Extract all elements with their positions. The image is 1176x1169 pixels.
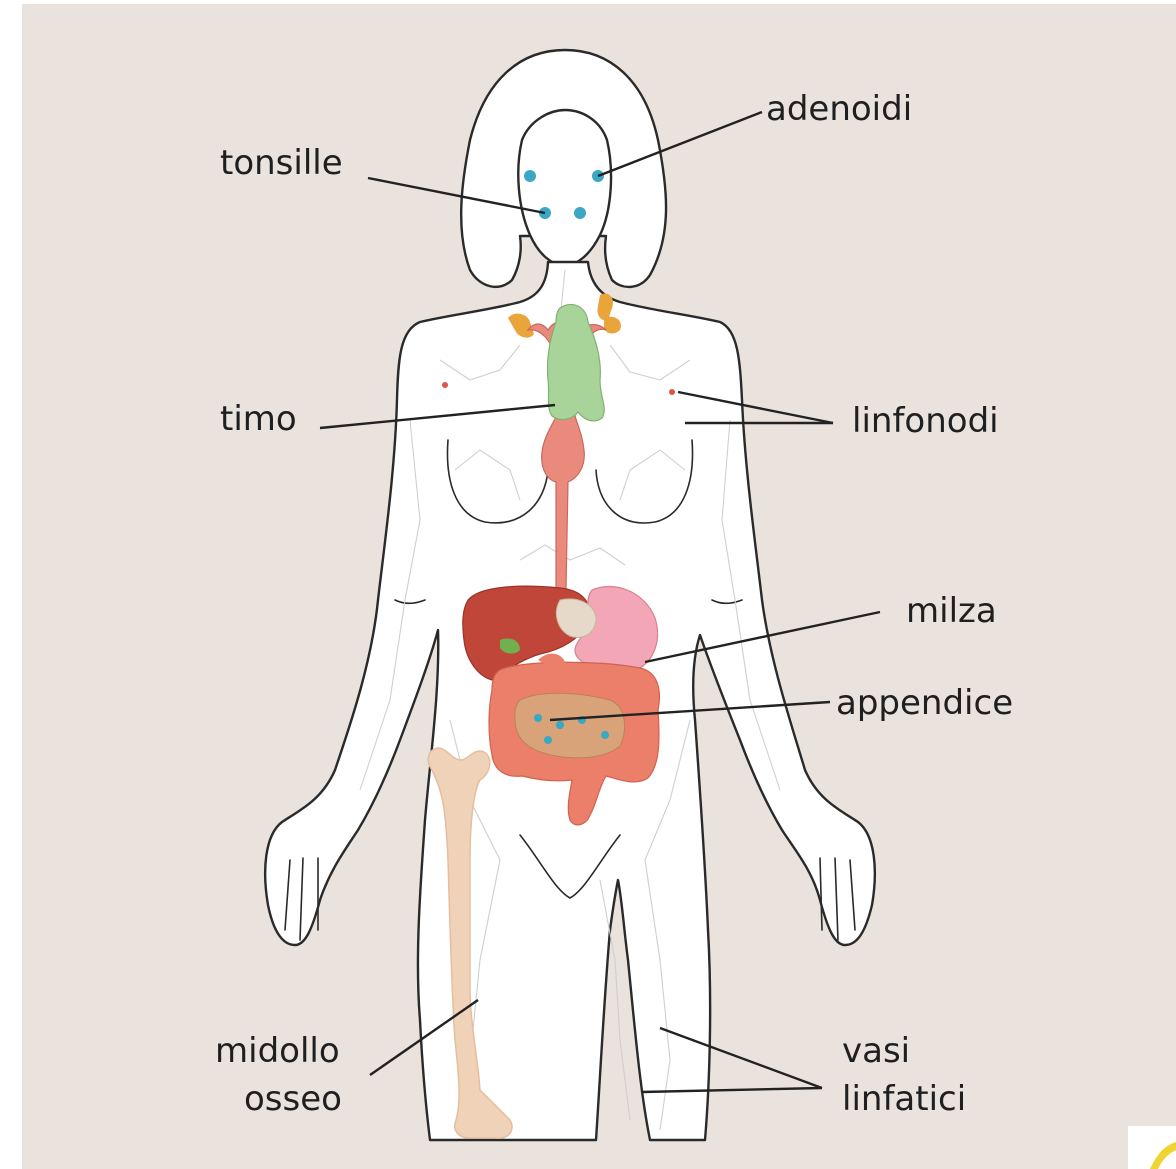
label-midollo-line2: osseo [244,1079,342,1119]
label-midollo-line1: midollo [215,1031,340,1071]
label-linfonodi: linfonodi [852,401,999,441]
label-vasi-line1: vasi [842,1031,910,1071]
label-tonsille: tonsille [220,143,343,183]
face-icon [518,110,611,266]
label-milza: milza [906,591,997,631]
label-timo: timo [220,399,297,439]
label-adenoidi: adenoidi [766,89,912,129]
label-appendice: appendice [836,683,1013,723]
label-vasi-line2: linfatici [842,1079,966,1119]
